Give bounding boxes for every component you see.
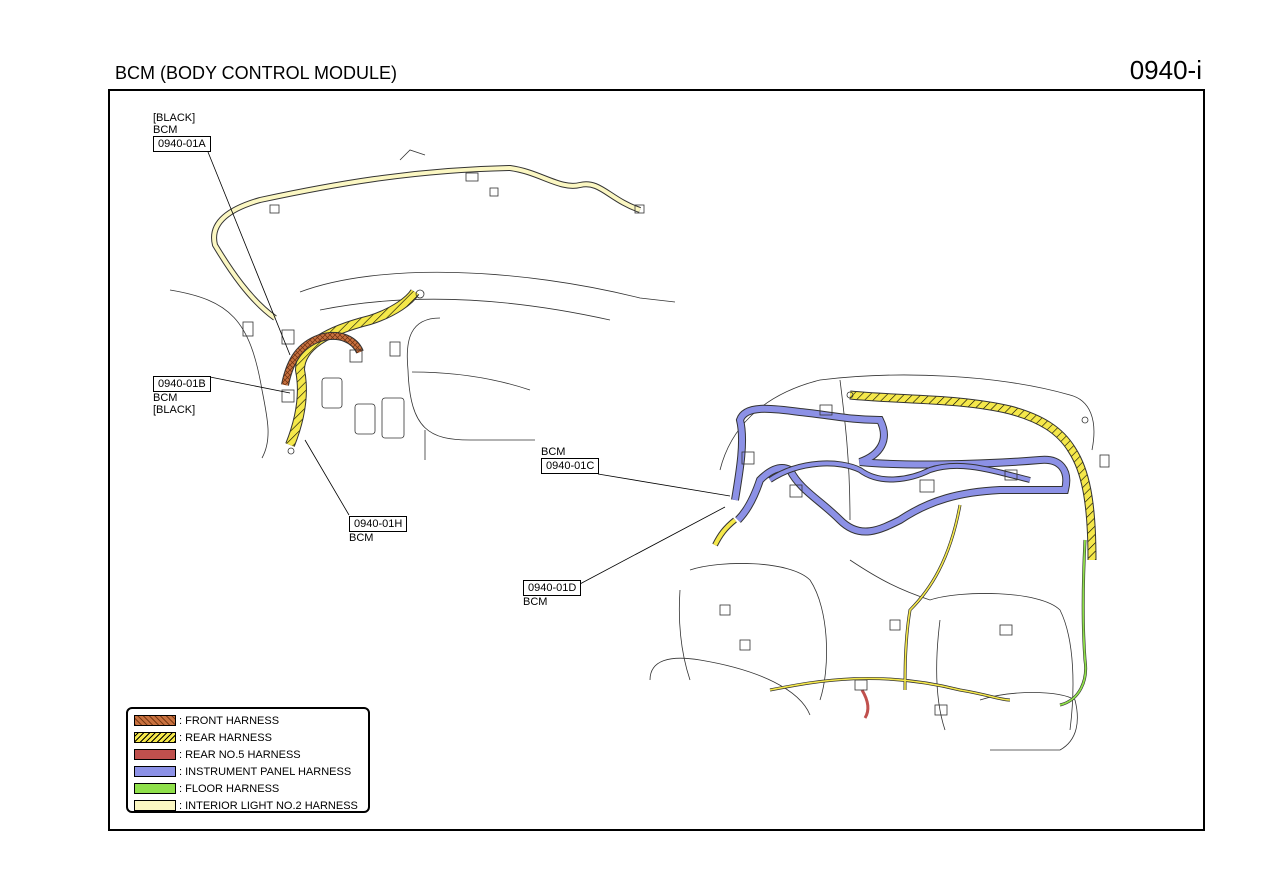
legend-label: : FLOOR HARNESS bbox=[179, 782, 280, 795]
callout-0940-01d: 0940-01D BCM bbox=[523, 580, 582, 608]
callout-leaders bbox=[207, 151, 731, 586]
page-title: BCM (BODY CONTROL MODULE) bbox=[115, 63, 398, 83]
callout-code: 0940-01D bbox=[523, 580, 582, 596]
legend-item-rear-no5: : REAR NO.5 HARNESS bbox=[134, 746, 368, 763]
legend-item-rear: : REAR HARNESS bbox=[134, 729, 368, 746]
legend-label: : REAR HARNESS bbox=[179, 731, 272, 744]
diagram-frame bbox=[108, 89, 1205, 831]
harness-legend: : FRONT HARNESS : REAR HARNESS : REAR NO… bbox=[126, 707, 370, 813]
rear-no5-harness bbox=[860, 689, 870, 719]
right-cabin-outline bbox=[649, 374, 1095, 751]
callout-color-note: [BLACK] bbox=[153, 112, 196, 124]
callout-color-note: [BLACK] bbox=[153, 404, 196, 416]
callout-name: BCM bbox=[349, 532, 374, 544]
legend-label: : FRONT HARNESS bbox=[179, 714, 280, 727]
legend-item-front: : FRONT HARNESS bbox=[134, 712, 368, 729]
callout-name: BCM bbox=[541, 446, 566, 458]
callout-0940-01b: 0940-01B BCM [BLACK] bbox=[153, 376, 211, 416]
page-id: 0940-i bbox=[1129, 55, 1202, 85]
callout-name: BCM bbox=[153, 124, 178, 136]
callout-code: 0940-01H bbox=[349, 516, 408, 532]
callout-0940-01a: [BLACK] BCM 0940-01A bbox=[153, 112, 211, 152]
rear-no5-harness-swatch bbox=[134, 749, 176, 760]
callout-code: 0940-01B bbox=[153, 376, 211, 392]
left-dashboard-outline bbox=[169, 271, 676, 460]
legend-item-floor: : FLOOR HARNESS bbox=[134, 780, 368, 797]
legend-label: : REAR NO.5 HARNESS bbox=[179, 748, 301, 761]
callout-0940-01c: BCM 0940-01C bbox=[541, 446, 600, 474]
callout-name: BCM bbox=[523, 596, 548, 608]
interior-light-harness-swatch bbox=[134, 800, 176, 811]
interior-light-harness bbox=[211, 164, 642, 321]
rear-harness-swatch bbox=[134, 732, 176, 743]
callout-name: BCM bbox=[153, 392, 178, 404]
callout-0940-01h: 0940-01H BCM bbox=[349, 516, 408, 544]
callout-code: 0940-01C bbox=[541, 458, 600, 474]
front-harness-swatch bbox=[134, 715, 176, 726]
legend-label: : INTERIOR LIGHT NO.2 HARNESS bbox=[179, 799, 358, 812]
legend-label: : INSTRUMENT PANEL HARNESS bbox=[179, 765, 352, 778]
instrument-panel-harness-swatch bbox=[134, 766, 176, 777]
legend-item-instrument-panel: : INSTRUMENT PANEL HARNESS bbox=[134, 763, 368, 780]
legend-item-interior-light: : INTERIOR LIGHT NO.2 HARNESS bbox=[134, 797, 368, 814]
rear-harness-left bbox=[285, 289, 420, 447]
floor-harness-swatch bbox=[134, 783, 176, 794]
callout-code: 0940-01A bbox=[153, 136, 211, 152]
